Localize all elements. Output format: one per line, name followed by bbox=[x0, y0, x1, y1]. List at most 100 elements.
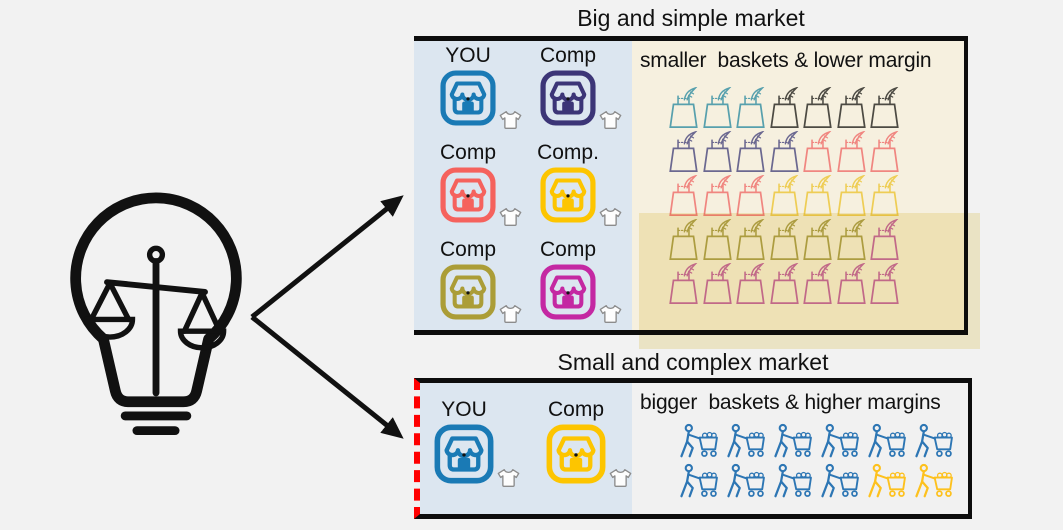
arrows bbox=[250, 195, 404, 439]
shopping-bag-row bbox=[668, 219, 964, 261]
t-shirt-icon bbox=[599, 111, 622, 129]
t-shirt-icon bbox=[609, 469, 632, 487]
small-market-benefit-label: bigger baskets & higher margins bbox=[640, 391, 941, 414]
store-comp: Comp bbox=[418, 140, 522, 235]
t-shirt-icon bbox=[499, 305, 522, 323]
person-shopping-cart-icon bbox=[680, 463, 718, 498]
big-market-title: Big and simple market bbox=[577, 5, 805, 31]
shopping-bag-icon bbox=[702, 263, 732, 305]
store-comp: Comp bbox=[518, 237, 622, 332]
person-shopping-cart-icon bbox=[680, 423, 718, 458]
lightbulb-balance-scale-icon bbox=[70, 192, 242, 436]
t-shirt-icon bbox=[499, 208, 522, 226]
shopping-bag-icon bbox=[836, 131, 866, 173]
person-shopping-cart-icon bbox=[774, 463, 812, 498]
person-shopping-cart-icon bbox=[727, 423, 765, 458]
shopping-bag-row bbox=[668, 87, 964, 129]
big-market-benefit-label: smaller baskets & lower margin bbox=[640, 49, 932, 72]
small-market-customers: bigger baskets & higher margins bbox=[632, 383, 968, 514]
shopping-bag-icon bbox=[736, 175, 765, 217]
store-comp: Comp bbox=[418, 237, 522, 332]
shopping-bag-icon bbox=[736, 87, 765, 129]
balance-scale-icon bbox=[84, 245, 227, 397]
shopping-bag-icon bbox=[803, 263, 832, 305]
shopping-bag-icon bbox=[836, 263, 866, 305]
shopping-bag-icon bbox=[669, 175, 698, 217]
shopping-bag-icon bbox=[702, 87, 732, 129]
arrow-to-big-market-icon bbox=[250, 195, 404, 319]
store-you: YOU bbox=[418, 43, 522, 138]
shopping-bag-icon bbox=[702, 219, 732, 261]
small-market-panel: YOU Comp bigger baskets & higher margins bbox=[414, 378, 972, 519]
shopping-bag-icon bbox=[769, 263, 799, 305]
storefront-icon bbox=[434, 424, 494, 484]
small-market-competitors: YOU Comp bbox=[420, 383, 632, 514]
person-shopping-cart-icon bbox=[821, 423, 859, 458]
store-label: YOU bbox=[445, 44, 491, 67]
t-shirt-icon bbox=[497, 469, 520, 487]
store-comp: Comp. bbox=[518, 140, 622, 235]
shopping-bag-icon bbox=[870, 219, 899, 261]
shopping-bag-icon bbox=[702, 175, 732, 217]
shopping-bag-icon bbox=[836, 175, 866, 217]
storefront-icon bbox=[440, 264, 496, 320]
store-label: Comp bbox=[539, 44, 597, 67]
shopping-bag-icon bbox=[769, 131, 799, 173]
store-label: Comp bbox=[539, 238, 597, 261]
shopping-bag-icon bbox=[803, 131, 832, 173]
storefront-icon bbox=[540, 70, 596, 126]
shopping-bag-row bbox=[668, 131, 964, 173]
store-comp: Comp bbox=[536, 397, 632, 514]
store-label: Comp bbox=[547, 398, 605, 421]
t-shirt-icon bbox=[599, 208, 622, 226]
shopping-bag-icon bbox=[769, 219, 799, 261]
arrow-to-small-market-icon bbox=[250, 315, 404, 439]
bulb-base-bar bbox=[132, 426, 180, 436]
shopping-bag-icon bbox=[803, 87, 832, 129]
shopping-bag-icon bbox=[736, 263, 765, 305]
shopping-bag-icon bbox=[669, 263, 698, 305]
shopping-bag-icon bbox=[669, 131, 698, 173]
person-shopping-cart-icon bbox=[915, 463, 953, 498]
storefront-icon bbox=[540, 167, 596, 223]
store-you: YOU bbox=[424, 397, 520, 514]
big-market-competitors: YOU Comp Comp bbox=[414, 41, 632, 330]
shopping-bag-grid bbox=[668, 87, 964, 305]
shopping-bag-icon bbox=[669, 219, 698, 261]
person-shopping-cart-icon bbox=[821, 463, 859, 498]
shopping-cart-row bbox=[678, 463, 968, 500]
shopping-bag-icon bbox=[870, 263, 899, 305]
shopping-bag-icon bbox=[870, 175, 899, 217]
small-market-title: Small and complex market bbox=[557, 349, 829, 375]
bulb-base-bar bbox=[120, 411, 192, 421]
shopping-bag-icon bbox=[870, 87, 899, 129]
shopping-bag-icon bbox=[803, 175, 832, 217]
person-shopping-cart-icon bbox=[868, 463, 906, 498]
shopping-bag-icon bbox=[870, 131, 899, 173]
shopping-bag-icon bbox=[836, 219, 866, 261]
person-shopping-cart-icon bbox=[915, 423, 953, 458]
shopping-bag-row bbox=[668, 175, 964, 217]
storefront-icon bbox=[440, 167, 496, 223]
store-label: Comp bbox=[439, 141, 497, 164]
big-market-customers: smaller baskets & lower margin bbox=[632, 41, 964, 330]
t-shirt-icon bbox=[499, 111, 522, 129]
storefront-icon bbox=[546, 424, 606, 484]
shopping-bag-icon bbox=[736, 131, 765, 173]
storefront-icon bbox=[540, 264, 596, 320]
t-shirt-icon bbox=[599, 305, 622, 323]
shopping-bag-icon bbox=[702, 131, 732, 173]
big-market-panel: YOU Comp Comp bbox=[414, 36, 968, 335]
shopping-bag-icon bbox=[736, 219, 765, 261]
storefront-icon bbox=[440, 70, 496, 126]
person-shopping-cart-icon bbox=[868, 423, 906, 458]
shopping-cart-grid bbox=[678, 423, 968, 500]
person-shopping-cart-icon bbox=[774, 423, 812, 458]
person-shopping-cart-icon bbox=[727, 463, 765, 498]
store-label: Comp bbox=[439, 238, 497, 261]
shopping-bag-row bbox=[668, 263, 964, 305]
shopping-bag-icon bbox=[669, 87, 698, 129]
shopping-bag-icon bbox=[769, 175, 799, 217]
store-comp: Comp bbox=[518, 43, 622, 138]
